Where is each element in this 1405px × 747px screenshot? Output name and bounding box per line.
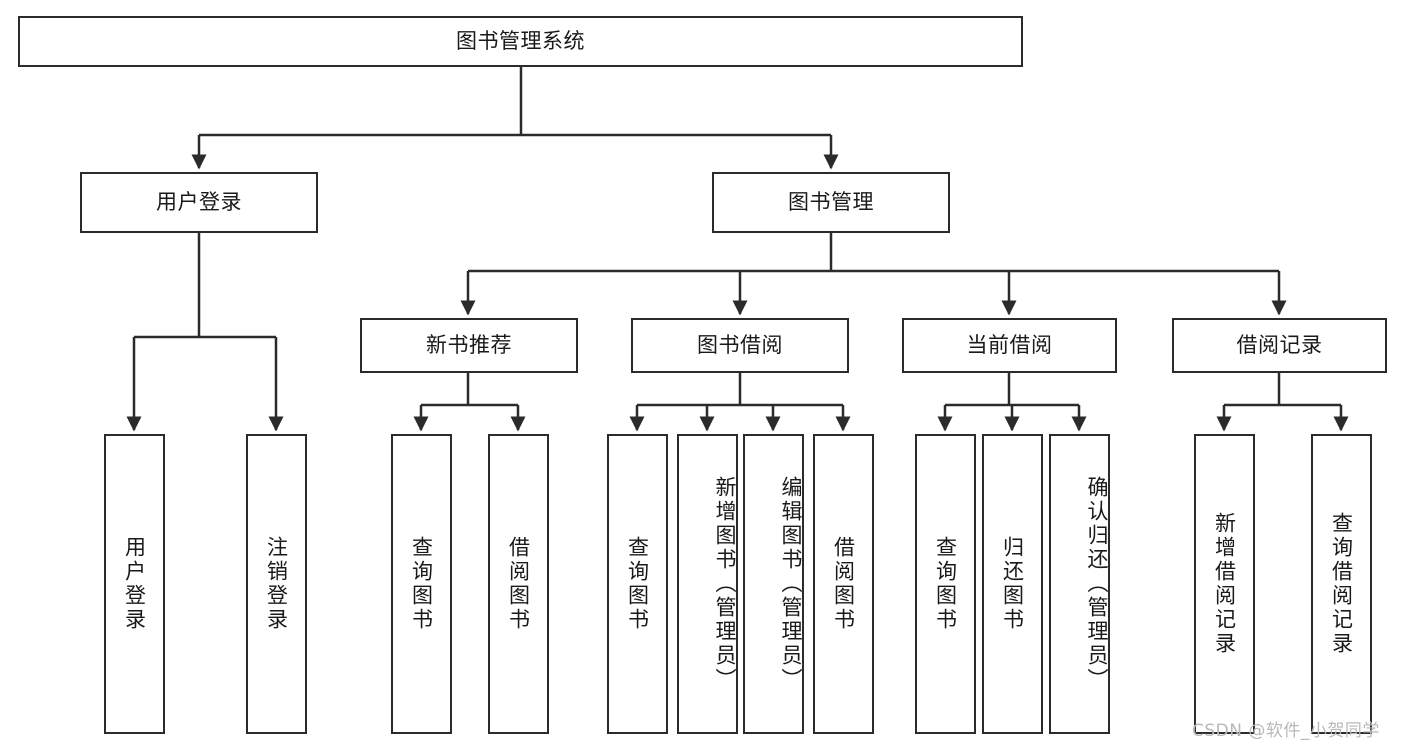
csdn-watermark: CSDN @软件_小贺同学 — [1192, 721, 1380, 741]
node-label: 借阅图书 — [831, 536, 856, 632]
node-current-borrowing[interactable]: 当前借阅 — [902, 318, 1117, 373]
node-label: 新书推荐 — [426, 332, 512, 357]
node-leaf-add-book-admin[interactable]: 新增图书（管理员） — [677, 434, 738, 734]
node-label: 借阅记录 — [1236, 332, 1323, 357]
node-label: 确认归还（管理员） — [1085, 476, 1109, 692]
node-label: 归还图书 — [1000, 536, 1025, 632]
node-label: 查询图书 — [625, 536, 650, 632]
node-leaf-query-book-current[interactable]: 查询图书 — [915, 434, 976, 734]
node-leaf-borrow-book-borrow[interactable]: 借阅图书 — [813, 434, 874, 734]
node-leaf-add-borrow-record[interactable]: 新增借阅记录 — [1194, 434, 1255, 734]
node-leaf-query-borrow-record[interactable]: 查询借阅记录 — [1311, 434, 1372, 734]
node-leaf-borrow-book-rec[interactable]: 借阅图书 — [488, 434, 549, 734]
node-new-book-recommendation[interactable]: 新书推荐 — [360, 318, 578, 373]
node-user-login[interactable]: 用户登录 — [80, 172, 318, 233]
node-label: 新增借阅记录 — [1212, 512, 1237, 656]
node-leaf-query-book-rec[interactable]: 查询图书 — [391, 434, 452, 734]
node-leaf-confirm-return-admin[interactable]: 确认归还（管理员） — [1049, 434, 1110, 734]
node-label: 用户登录 — [156, 189, 242, 214]
node-leaf-user-logout[interactable]: 注销登录 — [246, 434, 307, 734]
node-label: 图书管理系统 — [456, 28, 585, 53]
node-label: 查询图书 — [933, 536, 958, 632]
node-label: 查询图书 — [409, 536, 434, 632]
node-leaf-user-login[interactable]: 用户登录 — [104, 434, 165, 734]
node-leaf-query-book-borrow[interactable]: 查询图书 — [607, 434, 668, 734]
node-leaf-edit-book-admin[interactable]: 编辑图书（管理员） — [743, 434, 804, 734]
node-label: 查询借阅记录 — [1329, 512, 1354, 656]
node-label: 新增图书（管理员） — [713, 476, 737, 692]
node-borrowing-record[interactable]: 借阅记录 — [1172, 318, 1387, 373]
node-book-management[interactable]: 图书管理 — [712, 172, 950, 233]
node-label: 当前借阅 — [966, 332, 1053, 357]
node-label: 编辑图书（管理员） — [779, 476, 803, 692]
node-leaf-return-book[interactable]: 归还图书 — [982, 434, 1043, 734]
node-label: 图书借阅 — [697, 332, 783, 357]
node-root-book-management-system[interactable]: 图书管理系统 — [18, 16, 1023, 67]
node-label: 用户登录 — [122, 536, 147, 632]
node-label: 图书管理 — [788, 189, 874, 214]
node-book-borrowing[interactable]: 图书借阅 — [631, 318, 849, 373]
node-label: 借阅图书 — [506, 536, 531, 632]
node-label: 注销登录 — [264, 536, 289, 632]
